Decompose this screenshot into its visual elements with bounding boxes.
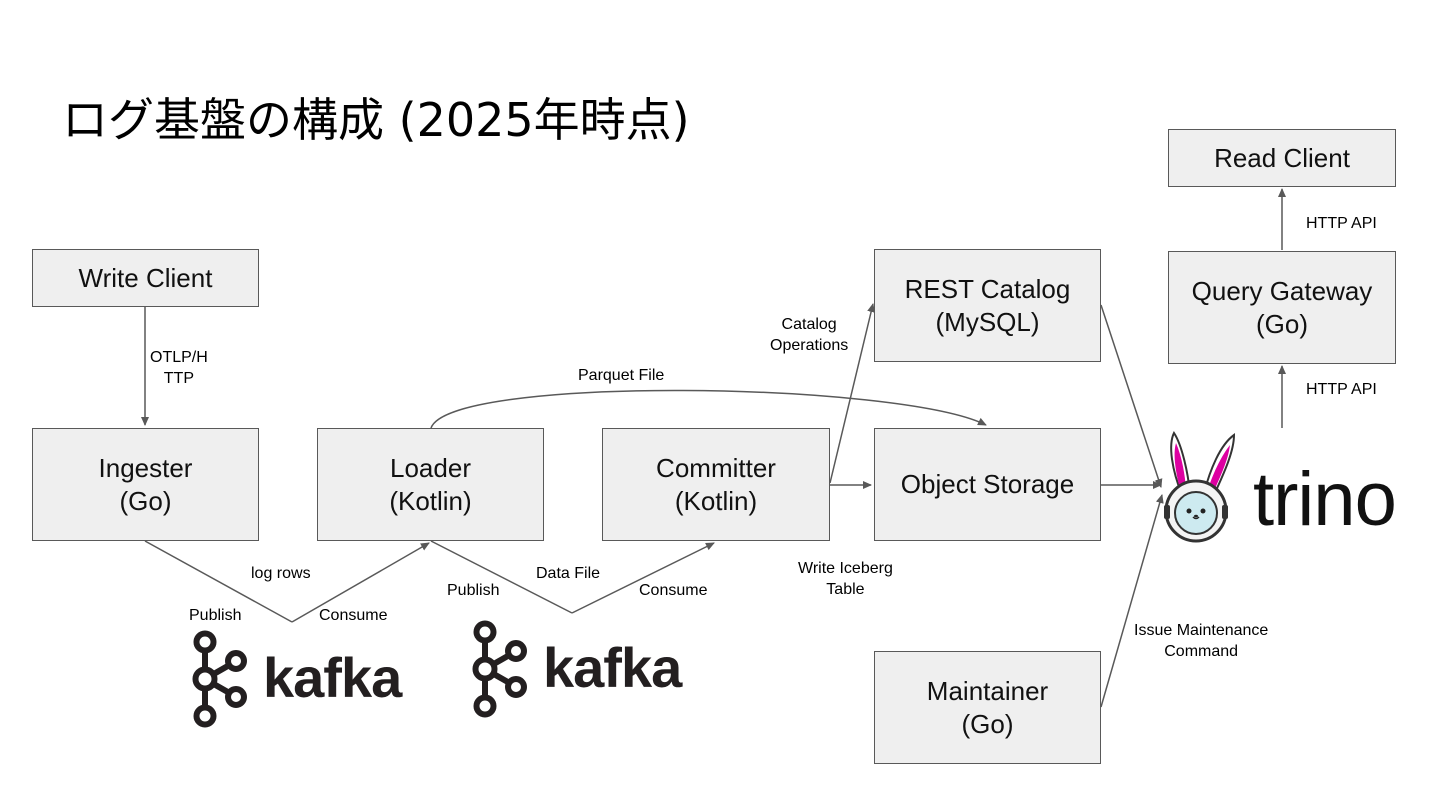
- rest-catalog-label: REST Catalog: [904, 273, 1071, 304]
- committer-sublabel: (Kotlin): [674, 485, 758, 516]
- edge-committer-to-catalog: [829, 303, 876, 484]
- publish-label-2: Publish: [447, 582, 500, 599]
- parquet-file-label: Parquet File: [578, 367, 665, 384]
- edge-kafka1-consume: [291, 542, 430, 623]
- kafka-wordmark-1: kafka: [263, 646, 402, 709]
- trino-bunny-icon: [1164, 431, 1236, 543]
- query-gateway-node: Query Gateway (Go): [1168, 251, 1396, 364]
- catalog-operations-label: Catalog Operations: [770, 314, 848, 356]
- ingester-label: Ingester: [98, 452, 193, 483]
- maintenance-line2: Command: [1164, 643, 1239, 660]
- rest-catalog-node: REST Catalog (MySQL): [874, 249, 1101, 362]
- maintenance-line1: Issue Maintenance: [1134, 622, 1269, 639]
- otlp-label: OTLP/H TTP: [150, 347, 208, 389]
- maintainer-label: Maintainer: [926, 675, 1049, 706]
- write-iceberg-line2: Table: [826, 581, 865, 598]
- loader-label: Loader: [390, 452, 471, 483]
- log-rows-label: log rows: [251, 565, 311, 582]
- maintenance-label: Issue Maintenance Command: [1134, 620, 1268, 662]
- committer-label: Committer: [656, 452, 776, 483]
- maintainer-node: Maintainer (Go): [874, 651, 1101, 764]
- object-storage-node: Object Storage: [874, 428, 1101, 541]
- loader-node: Loader (Kotlin): [317, 428, 544, 541]
- otlp-label-line2: TTP: [163, 370, 194, 387]
- object-storage-label: Object Storage: [900, 469, 1075, 499]
- data-file-label: Data File: [536, 565, 601, 582]
- edge-loader-publish: [430, 540, 573, 614]
- write-iceberg-label: Write Iceberg Table: [798, 558, 893, 600]
- edge-kafka2-consume: [571, 542, 715, 614]
- consume-label-2: Consume: [639, 582, 708, 599]
- http-api-label-2: HTTP API: [1306, 381, 1377, 398]
- edge-maintainer-to-trino: [1100, 494, 1164, 708]
- edge-catalog-to-trino: [1100, 304, 1163, 488]
- kafka-logo-icon: [472, 620, 527, 718]
- kafka-wordmark-2: kafka: [543, 636, 682, 699]
- ingester-node: Ingester (Go): [32, 428, 259, 541]
- committer-node: Committer (Kotlin): [602, 428, 830, 541]
- publish-label-1: Publish: [189, 607, 242, 624]
- loader-sublabel: (Kotlin): [389, 485, 472, 516]
- trino-wordmark: trino: [1253, 457, 1397, 542]
- catalog-operations-line1: Catalog: [781, 316, 837, 333]
- catalog-operations-line2: Operations: [770, 337, 849, 354]
- page-title: ログ基盤の構成 (2025年時点): [62, 93, 690, 147]
- kafka-logo-icon: [192, 630, 247, 728]
- query-gateway-sublabel: (Go): [1256, 308, 1308, 339]
- write-client-label: Write Client: [78, 262, 213, 293]
- write-client-node: Write Client: [32, 249, 259, 307]
- edge-loader-to-storage: [430, 389, 987, 429]
- read-client-node: Read Client: [1168, 129, 1396, 187]
- otlp-label-line1: OTLP/H: [150, 349, 208, 366]
- edge-ingester-publish: [144, 540, 293, 623]
- read-client-label: Read Client: [1214, 142, 1350, 173]
- query-gateway-label: Query Gateway: [1191, 275, 1373, 306]
- rest-catalog-sublabel: (MySQL): [935, 306, 1040, 337]
- consume-label-1: Consume: [319, 607, 388, 624]
- maintainer-sublabel: (Go): [961, 708, 1014, 739]
- http-api-label-1: HTTP API: [1306, 215, 1377, 232]
- write-iceberg-line1: Write Iceberg: [798, 560, 893, 577]
- ingester-sublabel: (Go): [119, 485, 172, 516]
